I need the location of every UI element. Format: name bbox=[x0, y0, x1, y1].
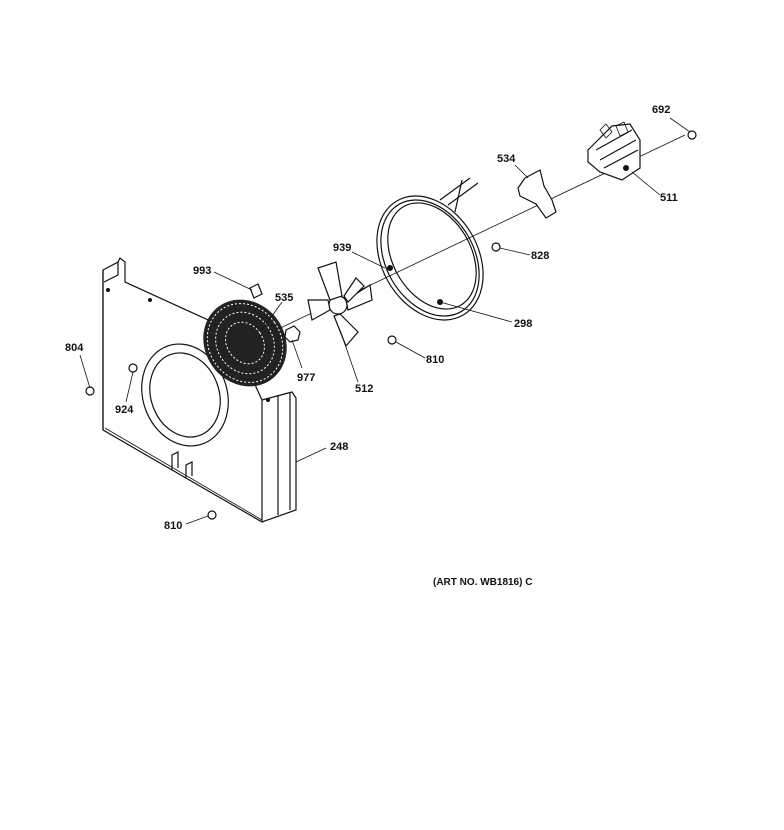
fan-motor bbox=[587, 121, 641, 181]
callout-993: 993 bbox=[193, 265, 212, 277]
screw-828 bbox=[491, 242, 501, 252]
art-number: (ART NO. WB1816) C bbox=[433, 577, 533, 588]
grommet-924 bbox=[128, 363, 138, 373]
callout-248: 248 bbox=[330, 441, 349, 453]
screw-692 bbox=[687, 130, 697, 140]
callout-804: 804 bbox=[65, 342, 84, 354]
leader-lines bbox=[79, 117, 691, 525]
screw-810-upper bbox=[387, 335, 397, 345]
callout-939: 939 bbox=[333, 242, 352, 254]
callout-511: 511 bbox=[660, 192, 678, 204]
fan-blade bbox=[307, 261, 373, 348]
callout-512: 512 bbox=[355, 383, 374, 395]
callout-810-lower: 810 bbox=[164, 520, 183, 532]
mesh-screen bbox=[203, 299, 287, 387]
callout-692: 692 bbox=[652, 104, 671, 116]
callout-810-upper: 810 bbox=[426, 354, 445, 366]
callout-298: 298 bbox=[514, 318, 533, 330]
callout-828: 828 bbox=[531, 250, 550, 262]
rear-cover-panel bbox=[102, 257, 297, 523]
callout-977: 977 bbox=[297, 372, 316, 384]
callout-534: 534 bbox=[497, 153, 516, 165]
callout-924: 924 bbox=[115, 404, 134, 416]
screw-810-lower bbox=[207, 510, 217, 520]
small-clip bbox=[249, 283, 263, 299]
screw-804 bbox=[85, 386, 95, 396]
fan-nut bbox=[284, 325, 301, 343]
motor-bracket bbox=[517, 169, 557, 219]
heating-element-ring bbox=[376, 177, 484, 321]
callout-535: 535 bbox=[275, 292, 294, 304]
